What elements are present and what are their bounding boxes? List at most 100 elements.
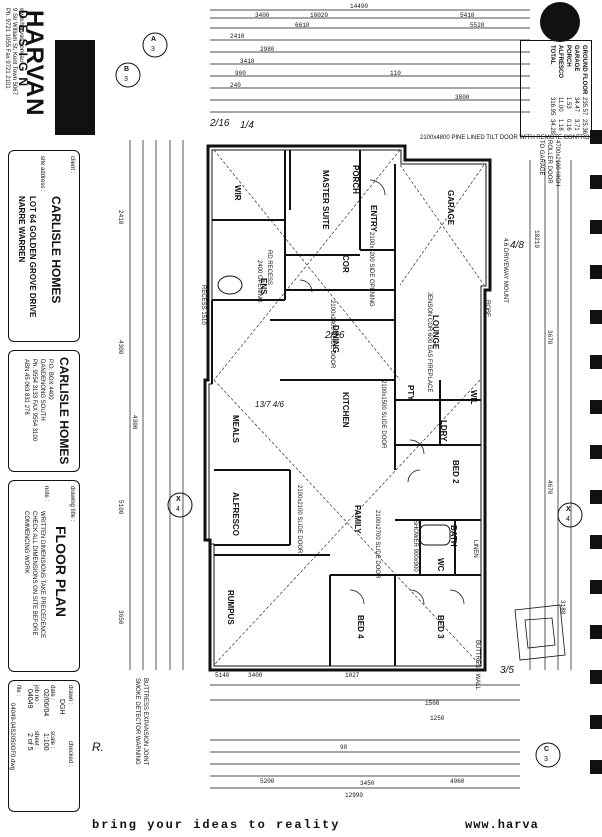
area-row-label: ALFRESCO xyxy=(557,45,563,78)
dimension-label: 14490 xyxy=(350,3,369,10)
plan-note: RECESS 1510 xyxy=(200,285,206,325)
handwritten-note: 13/7 4/6 xyxy=(255,400,284,409)
room-meals: MEALS xyxy=(231,415,240,443)
room-bed-2: BED 2 xyxy=(451,460,460,484)
section-marker-number: 3 xyxy=(544,756,548,763)
footer-tagline: bring your ideas to reality xyxy=(92,818,341,832)
room-wir: WIR xyxy=(233,185,242,201)
handwritten-note: 2/16 xyxy=(210,118,230,129)
dimension-label: 2410 xyxy=(117,210,124,225)
sheet-label: sheet : xyxy=(33,731,39,750)
drawing-note-2: CHECK ALL DIMENSIONS ON SITE BEFORE xyxy=(31,511,37,636)
area-row-sq: 3.71 xyxy=(573,119,579,131)
drawn-value: DGH xyxy=(58,699,65,715)
plan-note: 4.6 DRIVEWAY MOUNT xyxy=(502,238,508,303)
plan-note: BUTTRESS WALL xyxy=(474,640,480,690)
dimension-label: 2980 xyxy=(260,46,275,53)
plan-note: ROBE xyxy=(484,300,490,318)
section-marker-letter: A xyxy=(151,36,157,43)
room-family: FAMILY xyxy=(353,505,362,534)
dimension-label: 3400 xyxy=(255,12,270,19)
file-label: file : xyxy=(15,685,21,697)
area-row-label: TOTAL xyxy=(549,45,555,65)
room-ldry: LDRY xyxy=(439,420,448,442)
dimension-label: 3410 xyxy=(240,58,255,65)
room-porch: PORCH xyxy=(351,165,360,194)
area-table: GROUND FLOOR 235.57 25.36 GARAGE 34.47 3… xyxy=(520,40,592,137)
room-pty: PTY xyxy=(406,385,415,401)
dimension-label: 3400 xyxy=(248,672,263,679)
drawing-title-block: drawing title : FLOOR PLAN note : WRITTE… xyxy=(8,480,80,672)
area-row-sq: 1.18 xyxy=(557,119,563,131)
area-row-m2: 34.47 xyxy=(573,97,579,113)
header-address: 9 Sir William St, Kent Town 5067 xyxy=(11,8,17,95)
room-rumpus: RUMPUS xyxy=(226,590,235,625)
dimension-label: 5410 xyxy=(460,12,475,19)
footer-url: www.harva xyxy=(465,818,539,832)
section-marker-letter: C xyxy=(544,746,550,753)
dimension-label: 110 xyxy=(390,70,401,77)
section-marker-letter: X xyxy=(176,496,181,503)
dimension-lines xyxy=(129,9,572,789)
job-label: job no : xyxy=(33,685,39,705)
area-row-m2: 1.53 xyxy=(565,97,571,109)
info-block: drawn : DGH date : 02/06/04 scale : 1:10… xyxy=(8,680,80,812)
scale-value: 1:100 xyxy=(42,733,49,751)
handwritten-sketch xyxy=(514,604,566,661)
builder-line-4: ABN 45 063 831 278 xyxy=(23,359,29,415)
dimension-label: 5100 xyxy=(117,500,124,515)
exterior-wall-inner xyxy=(208,149,487,667)
dimension-label: 3450 xyxy=(360,780,375,787)
bath-fixture xyxy=(419,524,451,546)
dimension-label: 10020 xyxy=(310,12,329,19)
section-marker-number: 3 xyxy=(124,76,128,83)
dimension-label: 3180 xyxy=(559,600,566,615)
room-entry: ENTRY xyxy=(369,205,378,232)
dimension-label: 5200 xyxy=(260,778,275,785)
room-alfresco: ALFRESCO xyxy=(231,492,240,536)
handwritten-note: 3/5 xyxy=(500,665,514,676)
plan-note: 2100x2700 SLIDE DOOR xyxy=(374,510,380,579)
dimension-label: 4960 xyxy=(450,778,465,785)
dimension-label: 4300 xyxy=(117,340,124,355)
dimension-label: 12990 xyxy=(345,792,364,799)
client-block: client : CARLISLE HOMES site address : L… xyxy=(8,150,80,342)
plan-note: BUTTRESS EXPANSION JOINT xyxy=(142,678,148,766)
dimension-label: 2410 xyxy=(230,33,245,40)
dimension-label: 3800 xyxy=(455,94,470,101)
date-label: date : xyxy=(49,685,55,701)
section-markers xyxy=(115,32,583,768)
room-garage: GARAGE xyxy=(446,190,455,226)
section-marker-number: 4 xyxy=(566,516,570,523)
handwritten-note: 4/8 xyxy=(510,240,524,251)
dimension-label: 1500 xyxy=(425,700,440,707)
plan-note: SMOKE DETECTOR WARNING xyxy=(134,678,140,765)
drawing-note-1: WRITTEN DIMENSIONS TAKE PRECEDENCE xyxy=(39,511,45,639)
garage-roof-lines xyxy=(213,149,485,666)
client-value: CARLISLE HOMES xyxy=(49,196,63,304)
plan-note: RD RECESS xyxy=(266,250,272,286)
site-line-1: LOT 64 GOLDEN GROVE DRIVE xyxy=(28,196,37,318)
room-lounge: LOUNGE xyxy=(431,315,440,350)
dimension-label: 4670 xyxy=(546,480,553,495)
garage-door-note-3: TO GARAGE xyxy=(538,140,544,176)
dimension-label: 1027 xyxy=(345,672,360,679)
sheet-value: 2 of 5 xyxy=(26,733,33,751)
drawing-note-3: COMMENCING WORK xyxy=(23,511,29,574)
room-bath: BATH xyxy=(449,525,458,547)
builder-name: CARLISLE HOMES xyxy=(57,357,71,465)
handwritten-note: 2/16 xyxy=(325,330,345,341)
exterior-wall xyxy=(203,144,492,672)
scale-label: scale : xyxy=(49,731,55,749)
dimension-label: 3650 xyxy=(117,610,124,625)
room-cor: COR xyxy=(341,255,350,273)
area-row-m2: 235.57 xyxy=(581,97,587,116)
checked-label: checked : xyxy=(67,741,73,767)
plan-note: SHOWER 900x900 xyxy=(412,520,418,572)
area-row-m2: 316.95 xyxy=(549,97,555,116)
drawing-title-label: drawing title : xyxy=(69,486,75,522)
drawn-label: drawn : xyxy=(67,685,73,705)
area-row-sq: 25.36 xyxy=(581,119,587,135)
builder-line-3: Ph. 9554 3133 FAX 9554 3100 xyxy=(31,359,37,442)
